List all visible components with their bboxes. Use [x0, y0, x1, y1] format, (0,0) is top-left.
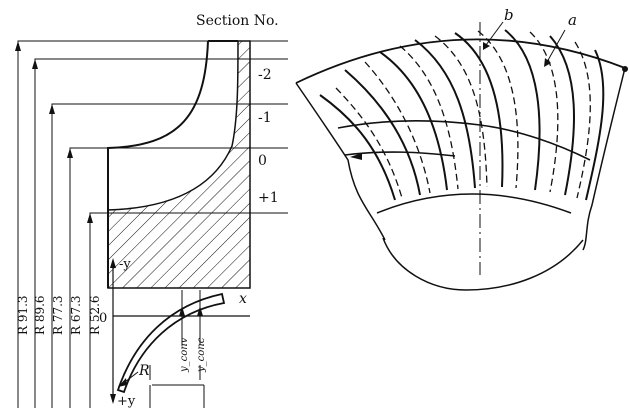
label-b: b	[504, 6, 514, 24]
section-no-plus-1: +1	[258, 190, 279, 206]
origin-label: 0	[99, 311, 107, 326]
radius-label-91: R 91.3	[16, 295, 30, 335]
section-no-minus-2: -2	[258, 67, 272, 83]
hub-dome	[376, 193, 572, 214]
section-no-0: 0	[258, 153, 267, 169]
impeller-wheel: b a	[295, 6, 628, 291]
leader-b	[485, 21, 504, 46]
meridional-section: Section No. -2 -1 0 +1 R 91.3 R 89.6 R 7…	[15, 13, 288, 408]
outer-rim	[295, 38, 626, 84]
blades-solid	[319, 29, 605, 201]
right-boundary	[582, 67, 626, 251]
hub-bottom	[382, 237, 584, 291]
section-no-minus-1: -1	[258, 110, 272, 126]
leader-a	[546, 29, 566, 63]
left-boundary	[295, 82, 386, 241]
radius-label-77: R 77.3	[51, 295, 65, 335]
axis-neg-y: -y	[119, 257, 131, 272]
radius-r-label: R	[138, 363, 150, 379]
radius-label-52: R 52.6	[88, 295, 102, 335]
axis-pos-y: +y	[117, 394, 136, 409]
label-a: a	[568, 11, 577, 29]
blade-section-shape	[116, 292, 226, 394]
radius-label-89: R 89.6	[33, 295, 47, 335]
axis-x: x	[239, 291, 247, 307]
radius-label-67: R 67.3	[69, 295, 83, 335]
blade-profile: -y +y x 0 R y_conv y_conc	[99, 257, 250, 409]
hub-hatched-area	[107, 40, 251, 289]
radius-arrowheads	[15, 41, 93, 223]
blades-dashed	[335, 30, 591, 199]
y-conv-label: y_conv	[179, 337, 190, 373]
section-label: Section No.	[196, 13, 279, 29]
y-conc-label: y_conc	[196, 337, 207, 373]
